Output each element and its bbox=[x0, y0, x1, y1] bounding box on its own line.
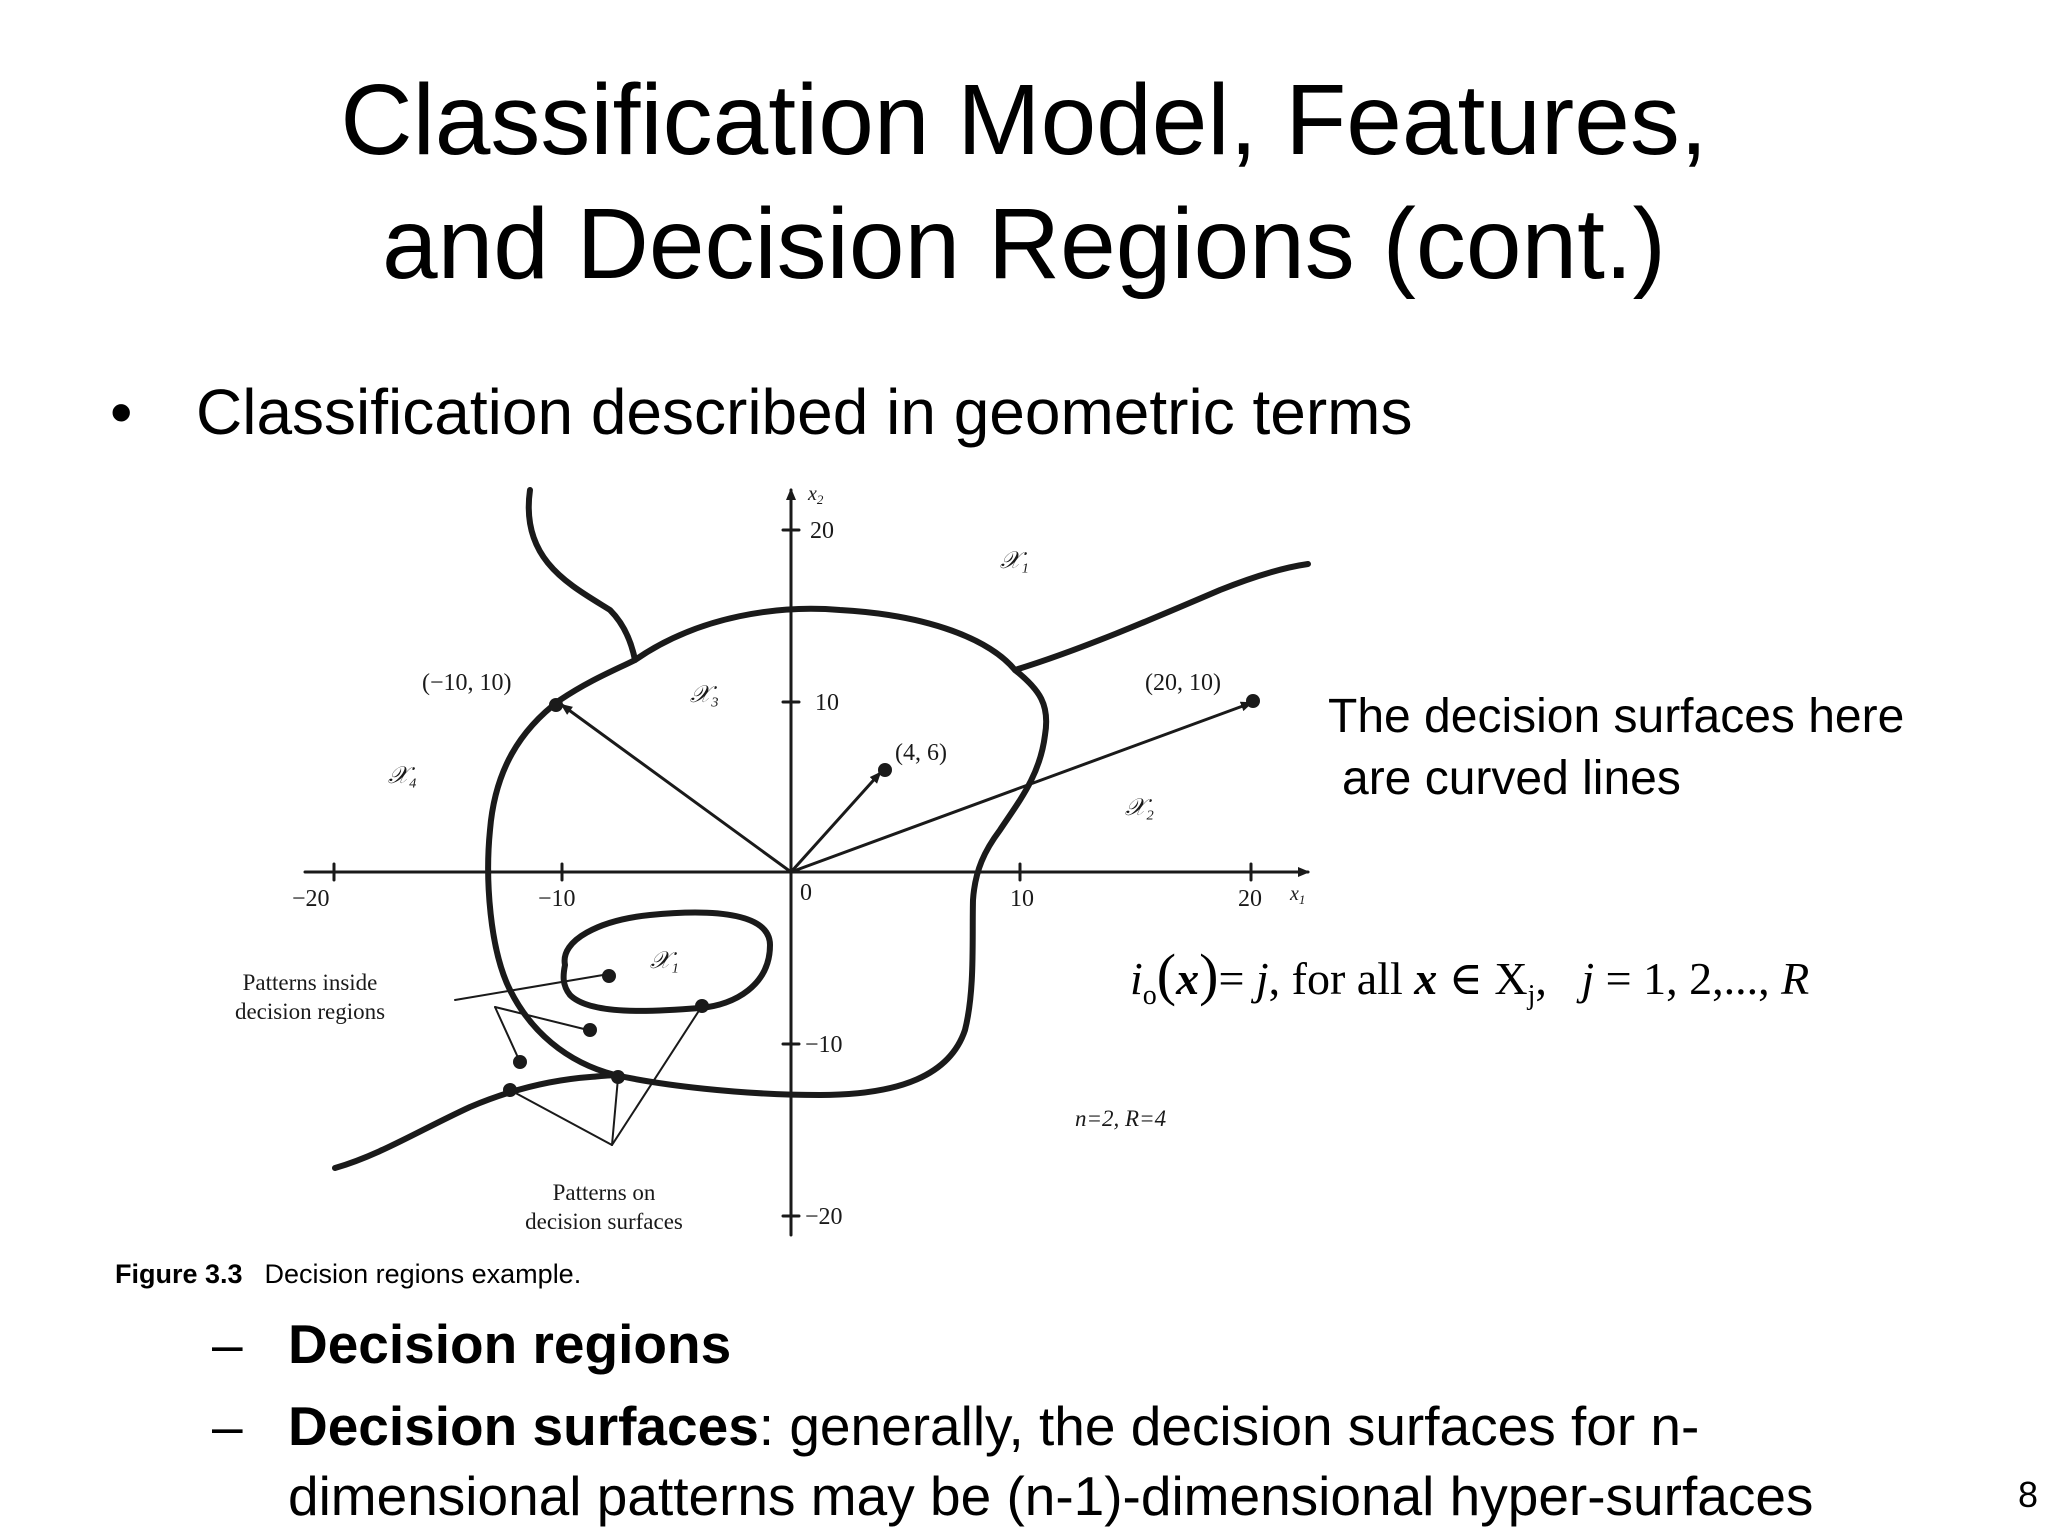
decision-rule-formula: io(x)= j, for all x ∈ Χj, j = 1, 2,..., … bbox=[1130, 942, 1810, 1012]
y-axis-label: x2 bbox=[807, 483, 824, 507]
vector-to-4-6 bbox=[789, 771, 882, 874]
point-label-4-6: (4, 6) bbox=[895, 740, 947, 766]
point-inside-x4 bbox=[513, 1055, 527, 1069]
slide-title-line-1: Classification Model, Features, bbox=[340, 64, 1708, 176]
vector-to-20-10 bbox=[789, 701, 1253, 874]
subitem-dash: – bbox=[212, 1313, 243, 1375]
subitem-bold: Decision surfaces bbox=[288, 1395, 759, 1457]
note-line-2: are curved lines bbox=[1342, 752, 1681, 805]
subitem-decision-regions: –Decision regions bbox=[212, 1308, 731, 1380]
y-tick-label: 10 bbox=[815, 690, 839, 716]
point-label-neg10-10: (−10, 10) bbox=[422, 670, 512, 696]
slide-title-line-2: and Decision Regions (cont.) bbox=[382, 188, 1666, 300]
x-tick-label: −10 bbox=[538, 886, 576, 912]
subitem-bold: Decision regions bbox=[288, 1313, 732, 1375]
note-line-1: The decision surfaces here bbox=[1328, 690, 1905, 743]
x-tick-label: 20 bbox=[1238, 886, 1262, 912]
x-tick-label: 10 bbox=[1010, 886, 1034, 912]
annotation-inside-line-2: decision regions bbox=[235, 999, 385, 1024]
annotation-inside-line-1: Patterns inside bbox=[243, 970, 378, 995]
figure-params: n=2, R=4 bbox=[1075, 1106, 1166, 1131]
bullet-text: Classification described in geometric te… bbox=[196, 376, 1413, 448]
page-number: 8 bbox=[2018, 1474, 2039, 1515]
main-bullet: • Classification described in geometric t… bbox=[110, 372, 1412, 452]
subitem-text: : generally, the decision surfaces for n… bbox=[758, 1395, 1700, 1457]
boundary-main-region bbox=[485, 605, 1050, 1098]
boundary-lower-left bbox=[332, 1072, 621, 1171]
slide-title: Classification Model, Features, and Deci… bbox=[0, 58, 2048, 306]
point-neg10-10 bbox=[549, 698, 563, 712]
caption-text: Decision regions example. bbox=[264, 1259, 582, 1289]
vector-to-neg10-10 bbox=[560, 703, 793, 874]
boundary-inner-x1 bbox=[560, 909, 773, 1014]
region-label-x2: 𝒳₂ bbox=[1125, 795, 1154, 821]
region-label-x3: 𝒳₃ bbox=[690, 682, 719, 708]
y-tick-label: −10 bbox=[805, 1032, 843, 1058]
subitem-continuation: dimensional patterns may be (n-1)-dimens… bbox=[288, 1465, 1814, 1527]
bullet-dot: • bbox=[110, 376, 133, 448]
figure-caption: Figure 3.3 Decision regions example. bbox=[115, 1257, 581, 1291]
point-4-6 bbox=[878, 763, 892, 777]
x-tick-label: −20 bbox=[292, 886, 330, 912]
x-axis-label: x1 bbox=[1289, 883, 1305, 907]
region-label-x1-inner: 𝒳₁ bbox=[650, 948, 679, 974]
region-label-x4: 𝒳₄ bbox=[388, 763, 417, 789]
y-tick-label: −20 bbox=[805, 1204, 843, 1230]
annotation-surfaces-line-1: Patterns on bbox=[553, 1180, 656, 1205]
curved-lines-note: The decision surfaces here are curved li… bbox=[1328, 686, 1904, 810]
boundary-x3-x4-upper bbox=[525, 487, 638, 663]
subitem-dash: – bbox=[212, 1395, 243, 1457]
y-tick-label: 20 bbox=[810, 518, 834, 544]
annotation-surfaces-line-2: decision surfaces bbox=[525, 1209, 683, 1234]
caption-label: Figure 3.3 bbox=[115, 1259, 243, 1289]
point-surface-3 bbox=[695, 999, 709, 1013]
point-inside-x1 bbox=[602, 969, 616, 983]
boundary-x1-x2 bbox=[1012, 561, 1311, 673]
point-20-10 bbox=[1246, 694, 1260, 708]
x-tick-label: 0 bbox=[800, 880, 812, 906]
subitem-decision-surfaces: –Decision surfaces: generally, the decis… bbox=[212, 1390, 1699, 1462]
point-inside-x3 bbox=[583, 1023, 597, 1037]
point-surface-2 bbox=[611, 1070, 625, 1084]
region-label-x1-top: 𝒳₁ bbox=[1000, 548, 1029, 574]
point-surface-1 bbox=[503, 1083, 517, 1097]
point-label-20-10: (20, 10) bbox=[1145, 670, 1221, 696]
